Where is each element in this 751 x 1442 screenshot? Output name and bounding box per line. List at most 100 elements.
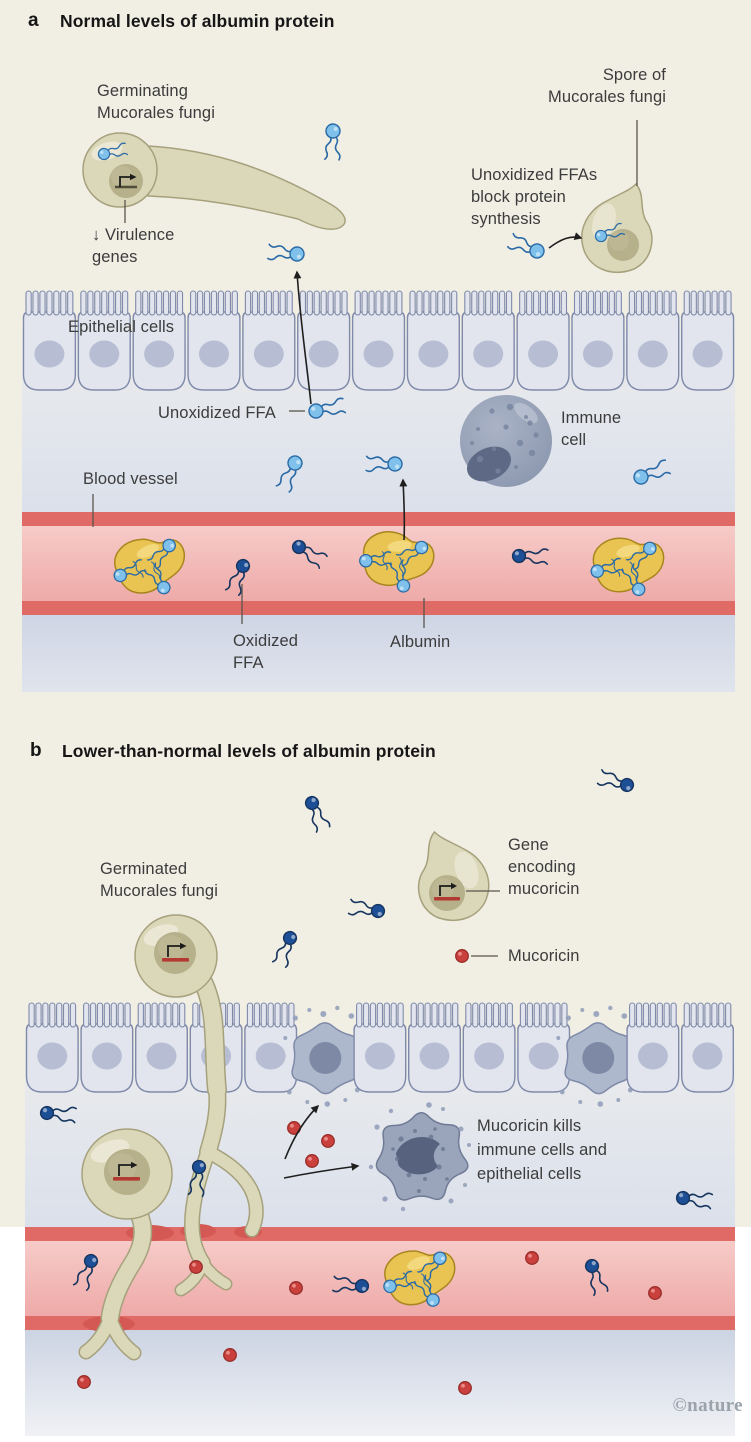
microvilli-icon [231, 290, 238, 316]
microvilli-icon [272, 290, 279, 316]
microvilli-icon [341, 290, 348, 316]
mucoricin-molecules [77, 949, 662, 1395]
microvilli-icon [437, 290, 444, 316]
label-mucoricin-kills: Mucoricin kills immune cells and epithel… [477, 1117, 607, 1183]
microvilli-icon [553, 290, 561, 316]
microvilli-icon [190, 290, 197, 316]
label-virulence-genes: ↓ Virulence genes [92, 226, 175, 266]
unoxidized-ffa-icon [507, 232, 545, 259]
microvilli-icon [169, 290, 177, 316]
microvilli-icon [389, 290, 396, 316]
panel-a-marker: a [28, 10, 39, 31]
label-epithelial-cells: Epithelial cells [68, 318, 175, 336]
epithelial-cell [462, 1002, 516, 1093]
microvilli-icon [587, 290, 595, 316]
microvilli-icon [485, 1002, 493, 1028]
microvilli-icon [608, 290, 615, 316]
microvilli-icon [410, 1002, 417, 1028]
arrow-icon [548, 232, 583, 249]
microvilli-icon [417, 1002, 424, 1028]
epithelial-cell [517, 1002, 571, 1093]
microvilli-icon [465, 1002, 472, 1028]
microvilli-icon [376, 1002, 384, 1028]
microvilli-icon [49, 1002, 56, 1028]
microvilli-icon [390, 1002, 397, 1028]
mucoricin-icon [305, 1154, 319, 1168]
microvilli-icon [554, 1002, 561, 1028]
microvilli-icon [506, 1002, 513, 1028]
cell-nucleus [34, 340, 65, 368]
epithelial-cell [353, 1002, 407, 1093]
microvilli-icon [492, 1002, 500, 1028]
unoxidized-ffa-icon [621, 563, 646, 597]
dying-cell-nucleus [395, 1137, 440, 1175]
epithelial-cell [244, 1002, 298, 1093]
microvilli-icon [683, 1002, 690, 1028]
albumin-icon [359, 531, 435, 593]
microvilli-icon [253, 1002, 261, 1028]
albumin-icon [590, 537, 665, 597]
microvilli-icon [32, 290, 39, 316]
epithelial-cell [135, 1002, 188, 1093]
microvilli-icon [368, 290, 375, 316]
oxidized-ffa-icon [332, 1275, 370, 1294]
mucoricin-gene-bar [113, 1177, 140, 1181]
unoxidized-ffa-icon [97, 142, 129, 161]
label-albumin: Albumin [390, 633, 451, 651]
microvilli-icon [561, 1002, 568, 1028]
microvilli-icon [711, 290, 718, 316]
germinated-fungus-body-2 [81, 1128, 173, 1220]
microvilli-icon [172, 1002, 179, 1028]
microvilli-icon [499, 1002, 507, 1028]
mucoricin-icon [458, 1381, 472, 1395]
cell-nucleus [474, 1042, 505, 1070]
microvilli-icon [526, 290, 533, 316]
microvilli-icon [53, 290, 60, 316]
microvilli-icon [635, 290, 643, 316]
below-vessel-tissue-a [22, 615, 735, 692]
unoxidized-ffa-icon [633, 459, 671, 485]
microvilli-icon [409, 290, 416, 316]
epithelial-cell [187, 290, 241, 391]
microvilli-icon [258, 290, 266, 316]
cell-nucleus [253, 340, 284, 368]
microvilli-icon [87, 290, 94, 316]
mucoricin-icon [77, 1375, 91, 1389]
promoter-arrow-icon [119, 176, 130, 187]
microvilli-icon [445, 1002, 452, 1028]
label-ffas-block: Unoxidized FFAs block protein synthesis [471, 166, 598, 228]
epithelial-cell [297, 290, 351, 391]
microvilli-icon [67, 290, 74, 316]
cell-nucleus [528, 340, 559, 368]
microvilli-icon [25, 290, 32, 316]
unoxidized-ffa-icon [324, 123, 341, 161]
epithelial-cell [626, 290, 680, 391]
epithelial-band-a [22, 290, 735, 391]
microvilli-icon [274, 1002, 281, 1028]
microvilli-icon [649, 290, 656, 316]
unoxidized-ffa-icon [625, 541, 657, 571]
mucoricin-icon [189, 1260, 203, 1274]
unoxidized-ffa-icon [594, 222, 626, 243]
cell-nucleus [637, 1042, 668, 1070]
microvilli-icon [196, 290, 204, 316]
microvilli-icon [649, 1002, 657, 1028]
microvilli-icon [306, 290, 313, 316]
unoxidized-ffa-icon [144, 562, 171, 595]
microvilli-icon [663, 290, 670, 316]
unoxidized-ffa-icon [359, 551, 393, 568]
microvilli-icon [532, 290, 540, 316]
microvilli-icon [361, 290, 368, 316]
microvilli-icon [39, 290, 46, 316]
epithelial-cell [571, 290, 625, 391]
cell-nucleus [91, 1042, 122, 1070]
cell-nucleus [582, 340, 613, 368]
oxidized-ffa-icon [187, 1159, 207, 1198]
cell-nucleus [255, 1042, 286, 1070]
microvilli-icon [615, 290, 622, 316]
below-vessel-tissue-b [25, 1330, 735, 1436]
oxidized-ffa-icon [291, 539, 328, 569]
unoxidized-ffa-icon [267, 243, 305, 262]
cell-nucleus [528, 1042, 559, 1070]
microvilli-icon [56, 1002, 63, 1028]
